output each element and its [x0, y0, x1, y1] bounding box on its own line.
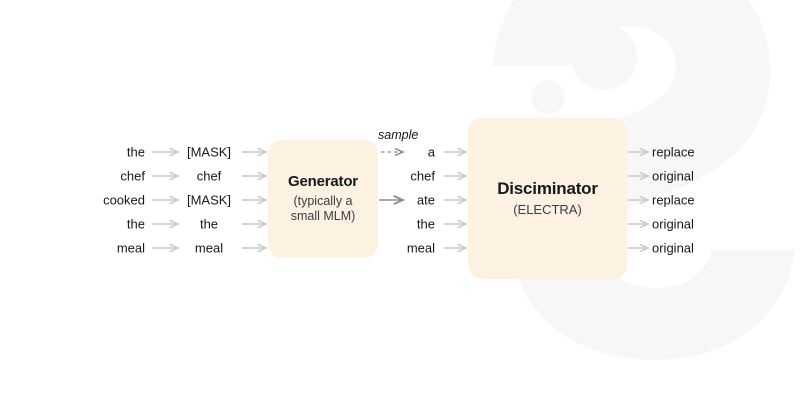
masked-token: chef: [196, 168, 222, 184]
arrows-discriminator-to-output: [628, 152, 648, 248]
arrows-sample-to-discriminator: [444, 152, 466, 248]
output-label: original: [652, 216, 694, 232]
sampled-token: a: [427, 144, 435, 160]
sampled-token: meal: [406, 240, 435, 256]
input-token: cooked: [103, 192, 145, 208]
input-token: chef: [120, 168, 145, 184]
arrows-input-to-mask: [152, 152, 178, 248]
masked-token: meal: [194, 240, 224, 256]
output-label: original: [652, 240, 694, 256]
output-label: original: [652, 168, 694, 184]
sampled-token: the: [416, 216, 435, 232]
output-label: replace: [652, 192, 695, 208]
masked-token: [MASK]: [186, 144, 232, 160]
discriminator-box: Disciminator (ELECTRA): [468, 118, 627, 279]
output-label: replace: [652, 144, 695, 160]
masked-token: the: [199, 216, 219, 232]
sampled-token: ate: [416, 192, 435, 208]
generator-title: Generator: [288, 173, 358, 191]
discriminator-subtitle: (ELECTRA): [513, 202, 582, 218]
sampled-token: chef: [410, 168, 435, 184]
sample-annotation-label: sample: [378, 128, 419, 142]
input-token: meal: [116, 240, 145, 256]
generator-subtitle: (typically a small MLM): [290, 193, 356, 224]
masked-token: [MASK]: [186, 192, 232, 208]
discriminator-title: Disciminator: [497, 178, 598, 198]
generator-box: Generator (typically a small MLM): [268, 140, 378, 258]
arrows-mask-to-generator: [242, 152, 266, 248]
input-token: the: [126, 144, 145, 160]
input-token: the: [126, 216, 145, 232]
